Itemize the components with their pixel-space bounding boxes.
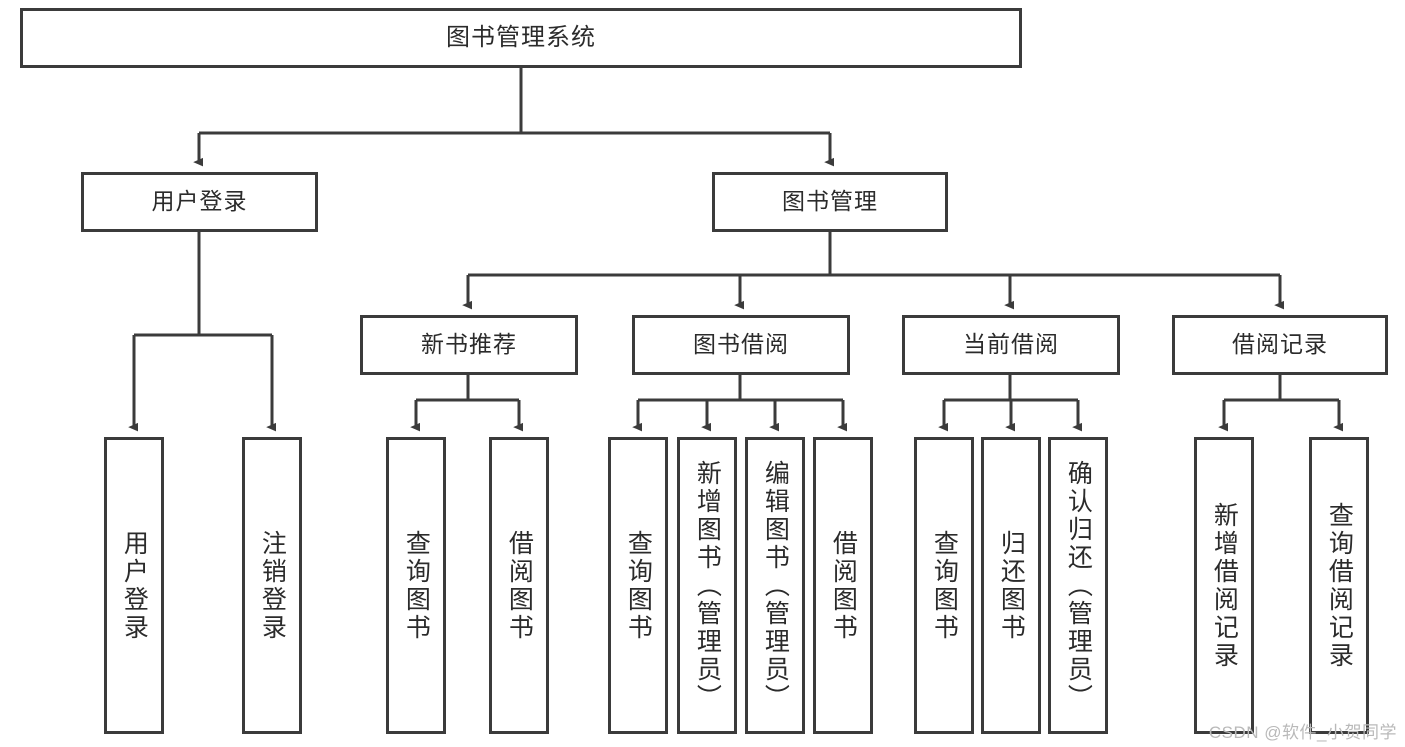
node-new-book-recommend[interactable]: 新书推荐 — [360, 315, 578, 375]
node-leaf-user-login[interactable]: 用户登录 — [104, 437, 164, 734]
node-label: 归还图书 — [997, 529, 1026, 642]
node-borrow-record[interactable]: 借阅记录 — [1172, 315, 1388, 375]
node-label: 图书借阅 — [693, 331, 789, 358]
node-label: 确认归还（管理员） — [1064, 459, 1093, 712]
node-label: 编辑图书（管理员） — [761, 459, 790, 712]
node-label: 查询借阅记录 — [1325, 501, 1354, 670]
node-label: 查询图书 — [624, 529, 653, 642]
watermark: CSDN @软件_小贺同学 — [1208, 723, 1397, 742]
node-label: 用户登录 — [151, 188, 248, 215]
node-leaf-query-book-2[interactable]: 查询图书 — [608, 437, 668, 734]
node-book-management[interactable]: 图书管理 — [712, 172, 948, 232]
node-label: 图书管理系统 — [446, 23, 596, 51]
node-leaf-add-record[interactable]: 新增借阅记录 — [1194, 437, 1254, 734]
node-label: 用户登录 — [120, 529, 149, 642]
node-user-login[interactable]: 用户登录 — [81, 172, 318, 232]
node-book-borrow[interactable]: 图书借阅 — [632, 315, 850, 375]
node-label: 查询图书 — [930, 529, 959, 642]
node-leaf-return-book[interactable]: 归还图书 — [981, 437, 1041, 734]
node-label: 图书管理 — [782, 188, 878, 215]
node-leaf-query-record[interactable]: 查询借阅记录 — [1309, 437, 1369, 734]
node-label: 查询图书 — [402, 529, 431, 642]
node-leaf-borrow-book-1[interactable]: 借阅图书 — [489, 437, 549, 734]
node-leaf-edit-book[interactable]: 编辑图书（管理员） — [745, 437, 805, 734]
node-leaf-query-book-1[interactable]: 查询图书 — [386, 437, 446, 734]
node-label: 新增图书（管理员） — [693, 459, 722, 712]
node-leaf-add-book[interactable]: 新增图书（管理员） — [677, 437, 737, 734]
node-label: 当前借阅 — [963, 331, 1059, 358]
node-root-system[interactable]: 图书管理系统 — [20, 8, 1022, 68]
node-leaf-query-book-3[interactable]: 查询图书 — [914, 437, 974, 734]
node-label: 新书推荐 — [421, 331, 517, 358]
node-label: 借阅记录 — [1232, 331, 1328, 358]
node-label: 新增借阅记录 — [1210, 501, 1239, 670]
node-leaf-borrow-book-2[interactable]: 借阅图书 — [813, 437, 873, 734]
node-leaf-confirm-return[interactable]: 确认归还（管理员） — [1048, 437, 1108, 734]
node-label: 借阅图书 — [505, 529, 534, 642]
node-label: 借阅图书 — [829, 529, 858, 642]
node-leaf-logout-login[interactable]: 注销登录 — [242, 437, 302, 734]
node-current-borrow[interactable]: 当前借阅 — [902, 315, 1120, 375]
node-label: 注销登录 — [258, 529, 287, 642]
